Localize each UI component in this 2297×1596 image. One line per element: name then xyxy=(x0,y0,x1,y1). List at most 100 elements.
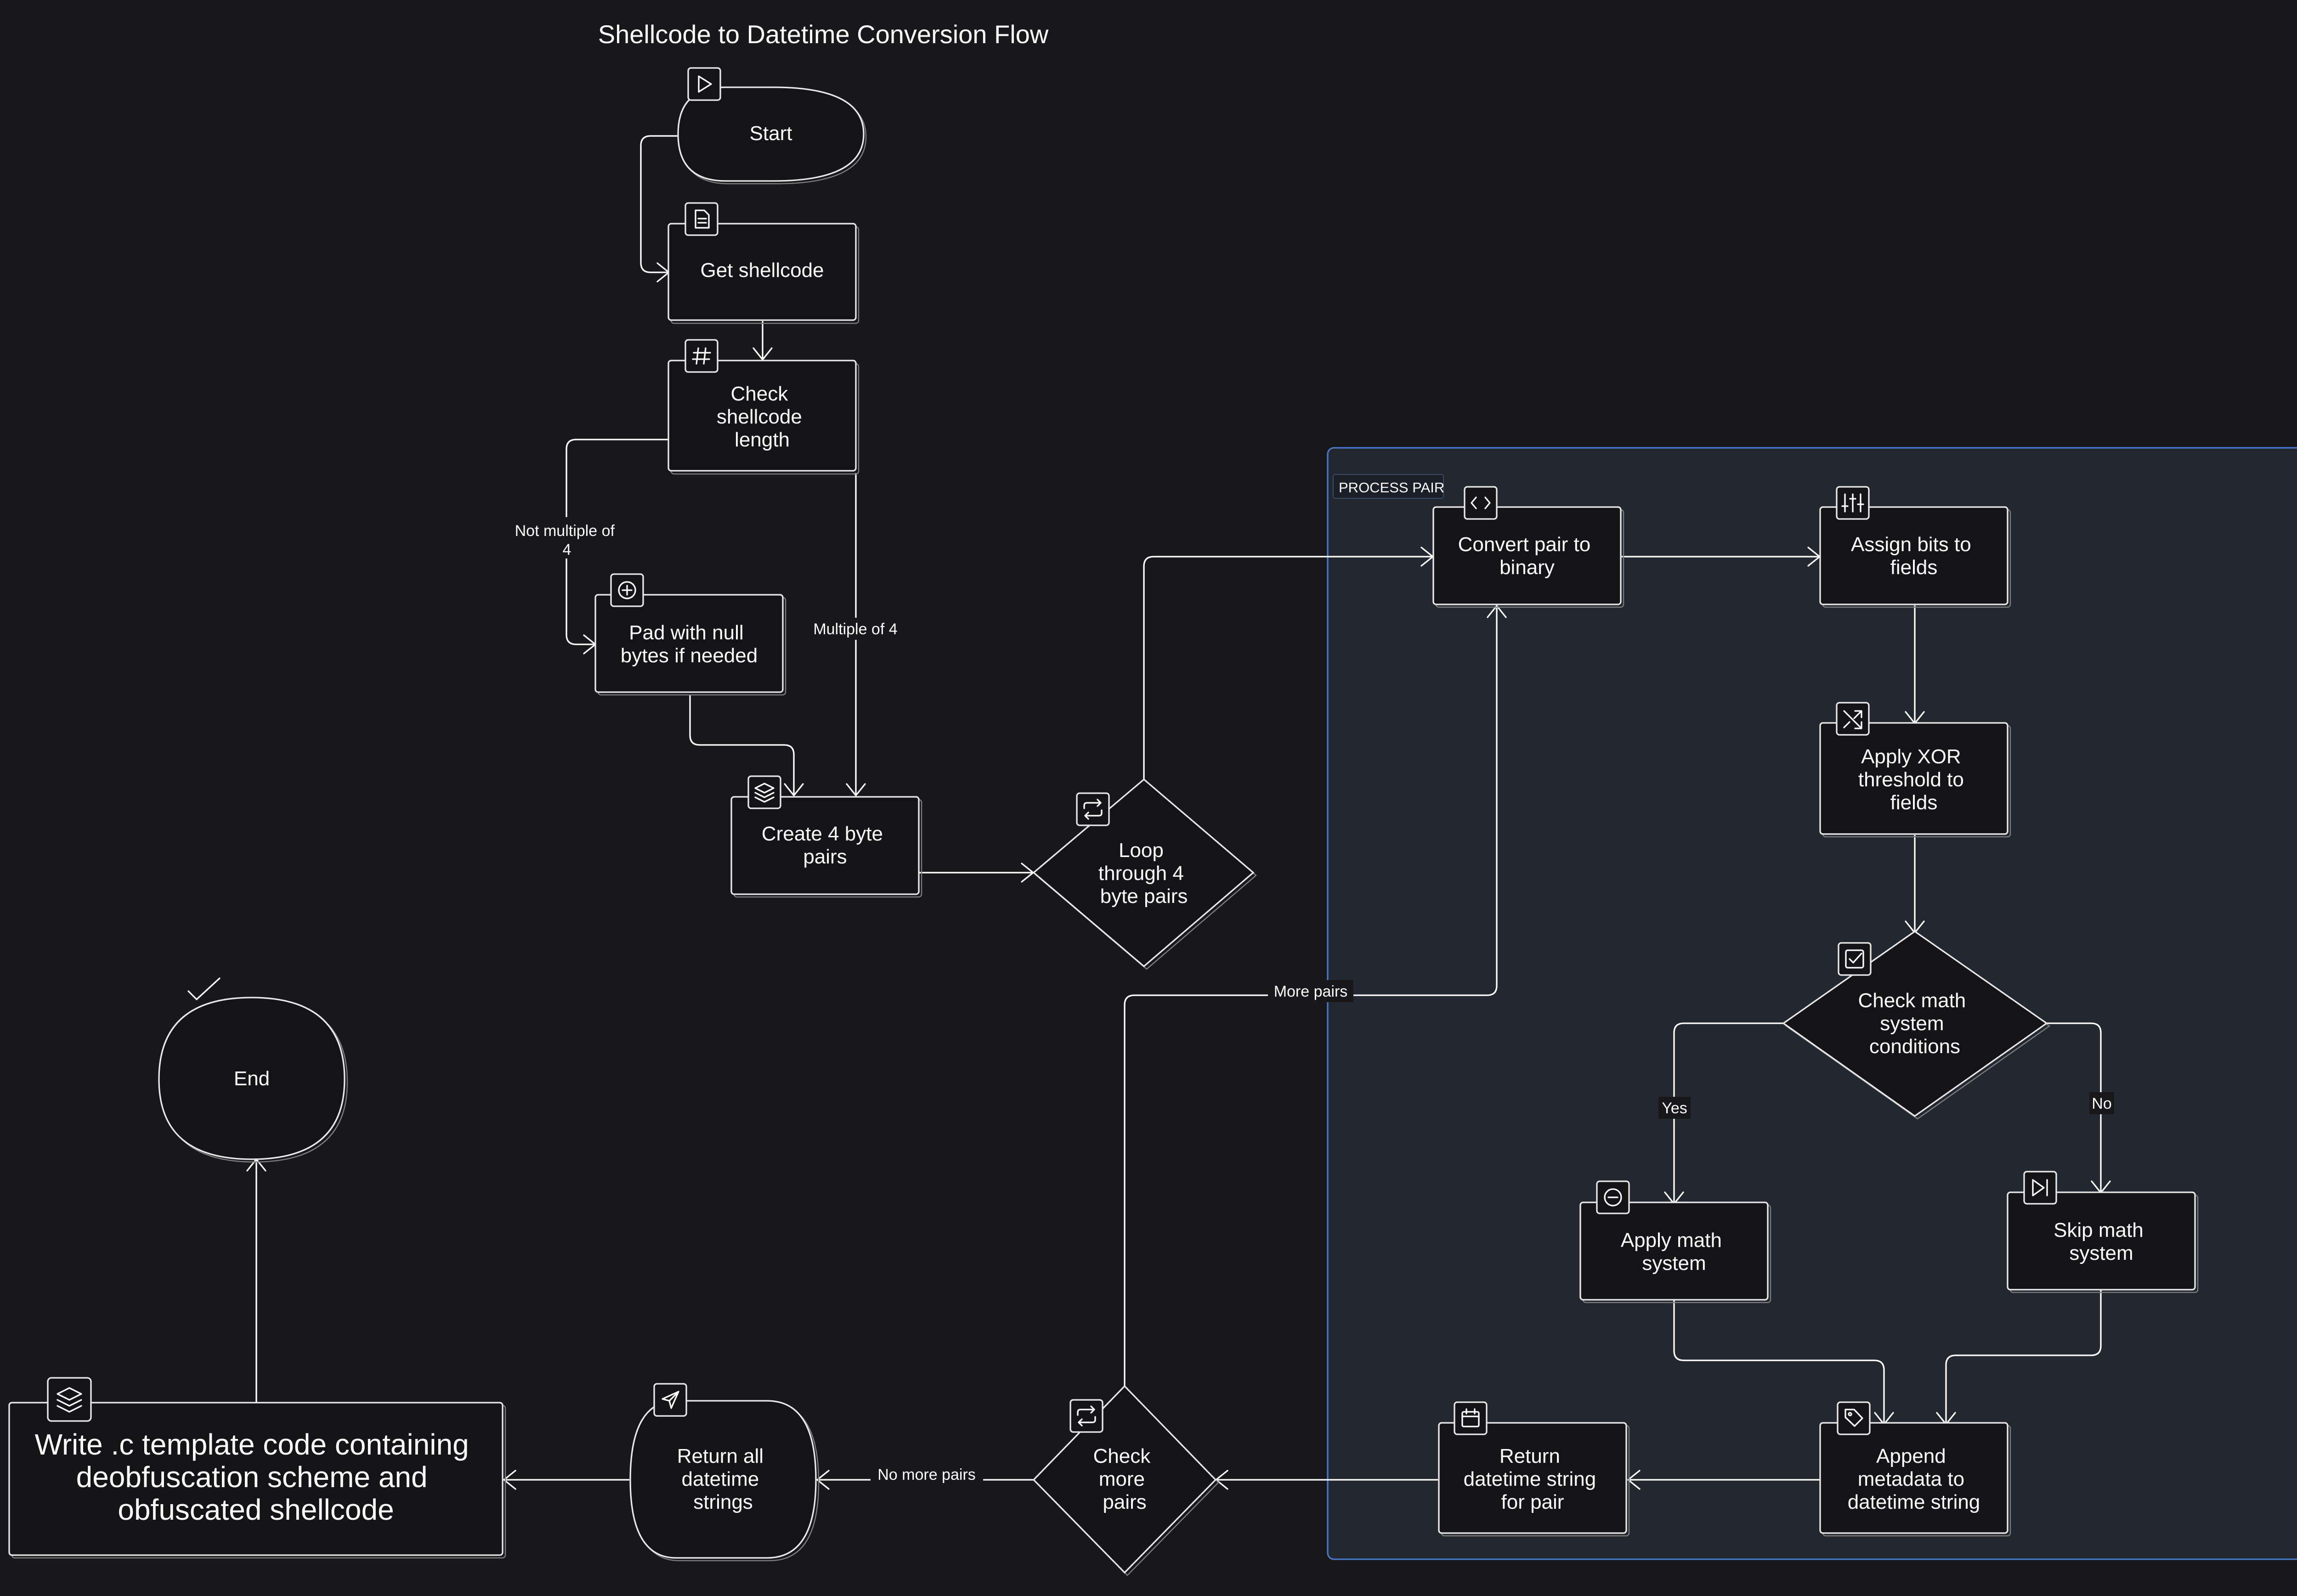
node-return-datetime-line2: datetime string xyxy=(1464,1468,1596,1490)
node-apply-xor-label: Apply XOR threshold to fields xyxy=(1858,745,1969,814)
node-convert-binary-label: Convert pair to binary xyxy=(1458,533,1596,579)
node-loop-pairs-line3: byte pairs xyxy=(1100,885,1188,908)
node-append-metadata[interactable]: Append metadata to datetime string xyxy=(1819,1401,2011,1537)
node-return-datetime-label: Return datetime string for pair xyxy=(1464,1445,1602,1513)
node-check-math-line2: system xyxy=(1880,1012,1944,1035)
node-apply-math-line1: Apply math xyxy=(1621,1229,1722,1252)
node-loop-pairs-label: Loop through 4 byte pairs xyxy=(1098,839,1189,908)
calendar-icon xyxy=(1454,1401,1488,1435)
plus-circle-icon xyxy=(610,573,644,607)
node-start-label: Start xyxy=(750,122,792,145)
process-pair-group-label: PROCESS PAIR xyxy=(1339,479,1444,496)
node-return-all-line3: strings xyxy=(693,1491,753,1513)
node-loop-pairs-line2: through 4 xyxy=(1098,862,1184,885)
node-convert-binary-line1: Convert pair to xyxy=(1458,533,1591,556)
node-return-all-line1: Return all xyxy=(677,1445,764,1467)
node-apply-xor-line1: Apply XOR xyxy=(1861,745,1961,768)
node-start[interactable]: Start xyxy=(677,67,867,185)
node-check-length-line3: length xyxy=(735,429,790,451)
hash-icon xyxy=(685,339,719,373)
node-return-all[interactable]: Return all datetime strings xyxy=(629,1383,820,1562)
node-create-pairs-label: Create 4 byte pairs xyxy=(762,823,888,868)
edge-label-no: No xyxy=(2092,1095,2111,1112)
node-check-length[interactable]: Check shellcode length xyxy=(668,339,860,475)
node-convert-binary[interactable]: Convert pair to binary xyxy=(1432,486,1624,608)
check-icon xyxy=(187,977,221,1000)
node-append-metadata-line3: datetime string xyxy=(1848,1491,1980,1513)
node-get-shellcode-label: Get shellcode xyxy=(700,259,824,282)
node-write-template-line2: deobfuscation scheme and xyxy=(76,1461,428,1494)
shuffle-icon xyxy=(1836,702,1870,736)
node-apply-math-label: Apply math system xyxy=(1621,1229,1727,1275)
node-pad-bytes-line2: bytes if needed xyxy=(621,644,758,667)
node-skip-math-line2: system xyxy=(2069,1242,2133,1264)
repeat-icon xyxy=(1069,1399,1103,1433)
check-square-icon xyxy=(1838,942,1872,976)
repeat-icon xyxy=(1076,792,1110,826)
node-assign-bits-label: Assign bits to fields xyxy=(1851,533,1977,579)
node-check-math-label: Check math system conditions xyxy=(1858,989,1972,1058)
node-apply-math[interactable]: Apply math system xyxy=(1579,1180,1771,1303)
skip-forward-icon xyxy=(2023,1171,2057,1205)
node-create-pairs-line1: Create 4 byte xyxy=(762,823,883,845)
diagram-title: Shellcode to Datetime Conversion Flow xyxy=(598,20,1049,49)
node-assign-bits-line2: fields xyxy=(1890,556,1938,579)
layers-icon xyxy=(47,1377,92,1422)
node-assign-bits[interactable]: Assign bits to fields xyxy=(1819,486,2011,608)
node-append-metadata-label: Append metadata to datetime string xyxy=(1848,1445,1980,1513)
node-check-length-label: Check shellcode length xyxy=(717,383,808,451)
node-check-more-line3: pairs xyxy=(1103,1491,1146,1513)
node-write-template[interactable]: Write .c template code containing deobfu… xyxy=(8,1377,506,1559)
edge-label-not-multiple: Not multiple of 4 xyxy=(515,522,619,558)
edges xyxy=(246,135,2111,1490)
node-check-more-label: Check more pairs xyxy=(1093,1445,1156,1513)
node-assign-bits-line1: Assign bits to xyxy=(1851,533,1971,556)
node-check-math[interactable]: Check math system conditions xyxy=(1782,930,2051,1120)
edge-label-multiple: Multiple of 4 xyxy=(813,620,897,638)
node-get-shellcode[interactable]: Get shellcode xyxy=(668,202,860,324)
node-loop-pairs[interactable]: Loop through 4 byte pairs xyxy=(1032,778,1257,970)
node-apply-xor-line2: threshold to xyxy=(1858,768,1964,791)
node-skip-math-label: Skip math system xyxy=(2054,1219,2149,1264)
node-create-pairs[interactable]: Create 4 byte pairs xyxy=(730,775,922,898)
edge-label-not-multiple-line2: 4 xyxy=(563,541,571,558)
node-check-more[interactable]: Check more pairs xyxy=(1032,1385,1219,1576)
layers-icon xyxy=(747,775,781,809)
play-icon xyxy=(687,67,721,101)
node-return-datetime[interactable]: Return datetime string for pair xyxy=(1438,1401,1630,1537)
node-write-template-line1: Write .c template code containing xyxy=(35,1428,469,1461)
code-icon xyxy=(1464,486,1498,520)
file-icon xyxy=(685,202,719,236)
node-check-math-line3: conditions xyxy=(1869,1035,1960,1058)
node-skip-math-line1: Skip math xyxy=(2054,1219,2144,1241)
tag-icon xyxy=(1837,1401,1871,1435)
node-end-label: End xyxy=(234,1067,270,1090)
node-return-all-label: Return all datetime strings xyxy=(677,1445,769,1513)
node-check-length-line1: Check xyxy=(731,383,789,405)
node-convert-binary-line2: binary xyxy=(1499,556,1555,579)
node-check-math-line1: Check math xyxy=(1858,989,1966,1012)
edge-label-more-pairs: More pairs xyxy=(1274,983,1348,1000)
node-pad-bytes[interactable]: Pad with null bytes if needed xyxy=(594,573,786,696)
node-return-datetime-line1: Return xyxy=(1499,1445,1560,1467)
node-create-pairs-line2: pairs xyxy=(803,846,847,868)
node-append-metadata-line1: Append xyxy=(1876,1445,1946,1467)
node-pad-bytes-line1: Pad with null xyxy=(629,621,743,644)
node-append-metadata-line2: metadata to xyxy=(1858,1468,1964,1490)
edge-label-not-multiple-line1: Not multiple of xyxy=(515,522,615,540)
node-apply-xor-line3: fields xyxy=(1890,791,1938,814)
node-apply-xor[interactable]: Apply XOR threshold to fields xyxy=(1819,702,2011,838)
node-return-all-line2: datetime xyxy=(682,1468,759,1490)
node-skip-math[interactable]: Skip math system xyxy=(2007,1171,2199,1293)
node-end[interactable]: End xyxy=(158,977,348,1163)
edge-labels: Not multiple of 4 Multiple of 4 Yes No M… xyxy=(503,517,2114,1485)
node-apply-math-line2: system xyxy=(1642,1252,1706,1275)
sliders-icon xyxy=(1836,486,1870,520)
node-pad-bytes-label: Pad with null bytes if needed xyxy=(621,621,758,667)
node-return-datetime-line3: for pair xyxy=(1501,1491,1564,1513)
node-check-more-line1: Check xyxy=(1093,1445,1151,1467)
minus-circle-icon xyxy=(1596,1180,1630,1214)
edge-label-no-more-pairs: No more pairs xyxy=(877,1466,976,1483)
node-check-more-line2: more xyxy=(1099,1468,1145,1490)
